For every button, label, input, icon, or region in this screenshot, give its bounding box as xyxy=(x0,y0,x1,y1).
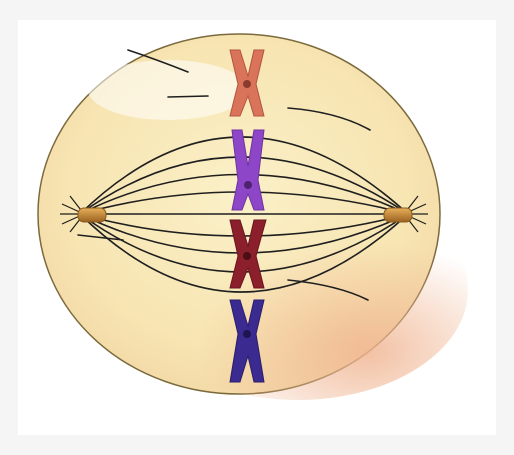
centrosome-right xyxy=(384,208,412,222)
centrosome-left xyxy=(78,208,106,222)
mitosis-figure xyxy=(18,20,496,435)
metaphase-cell-diagram xyxy=(18,20,496,435)
